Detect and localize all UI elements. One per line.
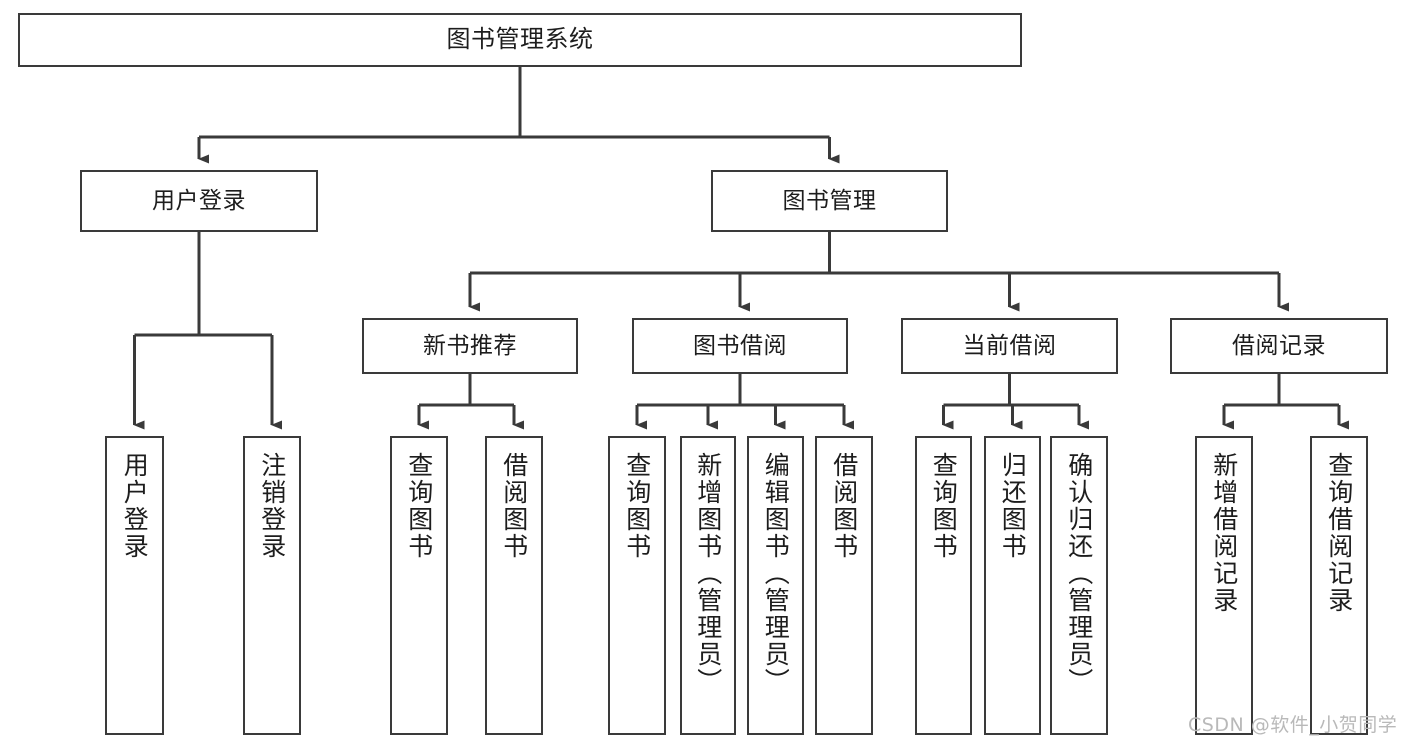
leaf-record-query-record[interactable]: 查询借阅记录 [1310,436,1368,735]
leaf-borrow-query-book-label: 查询图书 [622,452,652,560]
leaf-borrow-borrow-book-label: 借阅图书 [829,452,859,560]
node-user-login-module[interactable]: 用户登录 [80,170,318,232]
leaf-record-add-record-label: 新增借阅记录 [1209,452,1239,614]
node-current-borrowing-label: 当前借阅 [962,332,1057,359]
edge-bus [470,232,1279,275]
edge-bus [134,232,272,337]
edge-bus [943,374,1079,407]
node-new-book-recommendation[interactable]: 新书推荐 [362,318,578,374]
node-borrowing-records-label: 借阅记录 [1232,332,1326,359]
leaf-borrow-add-book-admin[interactable]: 新增图书（管理员） [680,436,736,735]
node-root-label: 图书管理系统 [446,25,594,54]
node-current-borrowing[interactable]: 当前借阅 [901,318,1118,374]
leaf-newbook-borrow-book[interactable]: 借阅图书 [485,436,543,735]
edge-bus [199,67,830,139]
leaf-user-login-label: 用户登录 [120,452,150,560]
leaf-current-query-book-label: 查询图书 [929,452,959,560]
node-book-borrowing[interactable]: 图书借阅 [632,318,848,374]
leaf-user-logout-label: 注销登录 [257,452,287,560]
leaf-current-confirm-return-admin-label: 确认归还（管理员） [1064,452,1094,695]
node-new-book-recommendation-label: 新书推荐 [423,332,517,359]
leaf-user-login[interactable]: 用户登录 [105,436,164,735]
leaf-borrow-edit-book-admin-label: 编辑图书（管理员） [761,452,791,695]
node-borrowing-records[interactable]: 借阅记录 [1170,318,1388,374]
edge-bus [1224,374,1339,407]
leaf-newbook-query-book[interactable]: 查询图书 [390,436,448,735]
leaf-current-return-book-label: 归还图书 [998,452,1028,560]
leaf-newbook-query-book-label: 查询图书 [404,452,434,560]
leaf-borrow-borrow-book[interactable]: 借阅图书 [815,436,873,735]
leaf-borrow-edit-book-admin[interactable]: 编辑图书（管理员） [747,436,804,735]
node-root[interactable]: 图书管理系统 [18,13,1022,67]
leaf-current-query-book[interactable]: 查询图书 [915,436,972,735]
leaf-current-return-book[interactable]: 归还图书 [984,436,1041,735]
leaf-borrow-add-book-admin-label: 新增图书（管理员） [693,452,723,695]
node-book-management-module-label: 图书管理 [782,187,877,214]
node-book-borrowing-label: 图书借阅 [693,332,787,359]
leaf-record-add-record[interactable]: 新增借阅记录 [1195,436,1253,735]
node-book-management-module[interactable]: 图书管理 [711,170,948,232]
csdn-watermark: CSDN @软件_小贺同学 [1188,714,1398,736]
leaf-current-confirm-return-admin[interactable]: 确认归还（管理员） [1050,436,1108,735]
leaf-user-logout[interactable]: 注销登录 [243,436,301,735]
leaf-record-query-record-label: 查询借阅记录 [1324,452,1354,614]
edge-bus [419,374,514,407]
leaf-borrow-query-book[interactable]: 查询图书 [608,436,666,735]
edge-bus [637,374,844,407]
node-user-login-module-label: 用户登录 [152,187,246,214]
leaf-newbook-borrow-book-label: 借阅图书 [499,452,529,560]
